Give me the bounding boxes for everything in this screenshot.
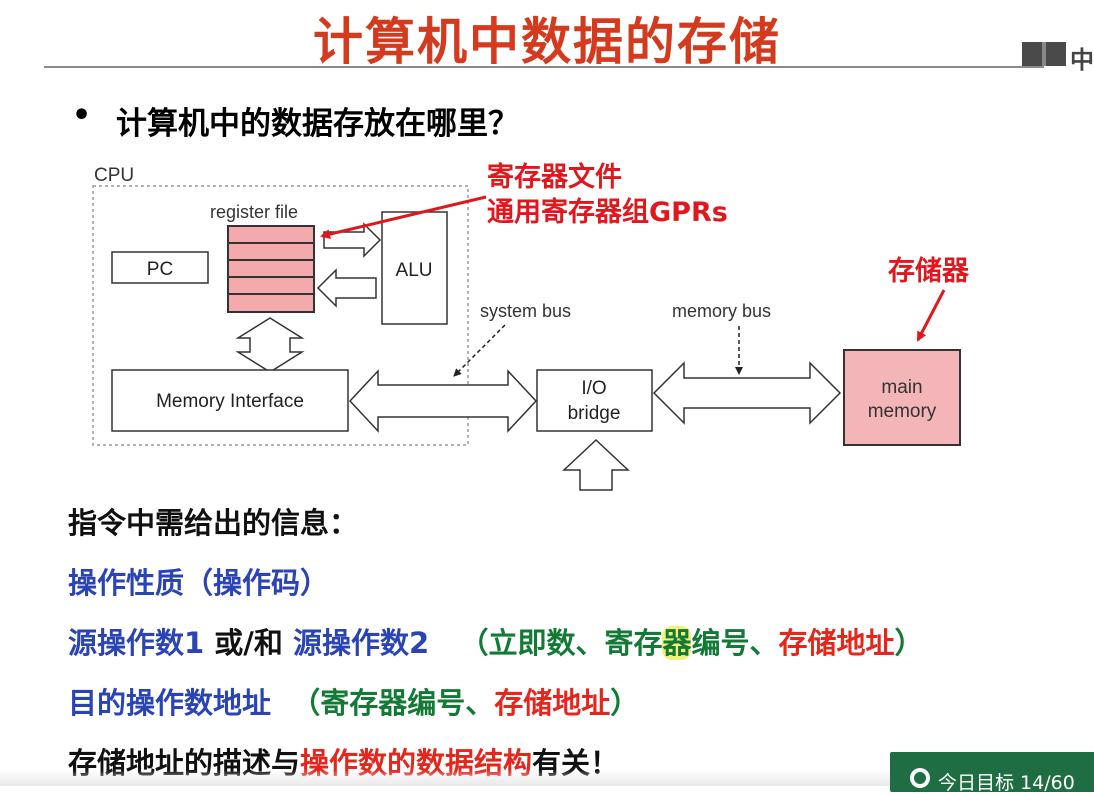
- alu-label: ALU: [396, 260, 433, 281]
- dest-paren-close: ）: [610, 686, 640, 720]
- io-bridge-line1: I/O: [581, 378, 606, 399]
- pc-register: [111, 251, 209, 284]
- source-paren-mid: 编号、: [691, 626, 779, 660]
- annotation-register-file: 寄存器文件: [487, 161, 622, 193]
- daily-goal-toast[interactable]: 今日目标 14/60: [890, 752, 1094, 794]
- io-bus-arrow: [562, 438, 630, 491]
- source-operands-line: 源操作数1 或/和 源操作数2 （立即数、寄存器编号、存储地址）: [68, 620, 924, 662]
- annotation-gprs: 通用寄存器组GPRs: [487, 196, 728, 228]
- cpu-label: CPU: [94, 165, 134, 186]
- source-operand-2: 源操作数2: [292, 626, 430, 660]
- opcode-line: 操作性质（操作码）: [68, 566, 330, 600]
- alu-unit: [381, 211, 448, 325]
- register-file: [227, 225, 315, 313]
- system-bus-pointer: [453, 324, 506, 377]
- memory-interface-box: [111, 369, 349, 432]
- destination-operand-line: 目的操作数地址 （寄存器编号、存储地址）: [68, 680, 639, 722]
- corner-label: 中: [1070, 46, 1094, 74]
- annotation-storage-pointer: [916, 289, 946, 342]
- source-operand-1: 源操作数1: [68, 626, 205, 660]
- memory-bus-arrow: [652, 361, 842, 425]
- system-bus-label: system bus: [480, 301, 571, 321]
- bullet-question: 计算机中的数据存放在哪里？: [116, 106, 519, 142]
- daily-goal-text: 今日目标 14/60: [938, 772, 1075, 794]
- io-bridge-line2: bridge: [568, 403, 621, 424]
- main-memory-line2: memory: [868, 401, 937, 422]
- memory-interface-label: Memory Interface: [156, 391, 304, 412]
- annotation-register-pointer: [320, 195, 487, 240]
- source-storage-address: 存储地址: [778, 626, 895, 660]
- register-file-label: register file: [210, 202, 298, 222]
- book-icon: [1022, 42, 1066, 66]
- alu-to-reg-arrow: [316, 268, 377, 308]
- pc-label: PC: [147, 259, 173, 280]
- main-memory-box: [843, 349, 961, 446]
- cpu-boundary: [92, 185, 469, 446]
- io-bridge-box: [536, 369, 653, 432]
- source-paren-open: （立即数、寄存: [429, 626, 663, 660]
- system-bus-arrow: [348, 369, 538, 433]
- slide-title: 计算机中数据的存储: [313, 13, 781, 71]
- progress-ring-icon: [910, 768, 930, 788]
- source-paren-close: ）: [894, 626, 924, 660]
- dest-paren-open: （寄存器编号、: [271, 686, 495, 720]
- bullet-dot: •: [72, 98, 92, 133]
- and-or-connector: 或/和: [204, 626, 293, 660]
- corner-logo: 中: [1020, 40, 1094, 74]
- bottom-shadow: [0, 770, 1094, 786]
- instruction-info-heading: 指令中需给出的信息：: [68, 506, 359, 540]
- destination-operand: 目的操作数地址: [68, 686, 272, 720]
- annotation-storage: 存储器: [888, 256, 970, 287]
- title-divider: [44, 66, 1044, 68]
- memory-bus-label: memory bus: [672, 301, 771, 321]
- highlighted-char: 器: [662, 626, 692, 660]
- reg-mem-interface-arrow: [235, 317, 305, 373]
- main-memory-line1: main: [881, 377, 922, 398]
- dest-storage-address: 存储地址: [494, 686, 611, 720]
